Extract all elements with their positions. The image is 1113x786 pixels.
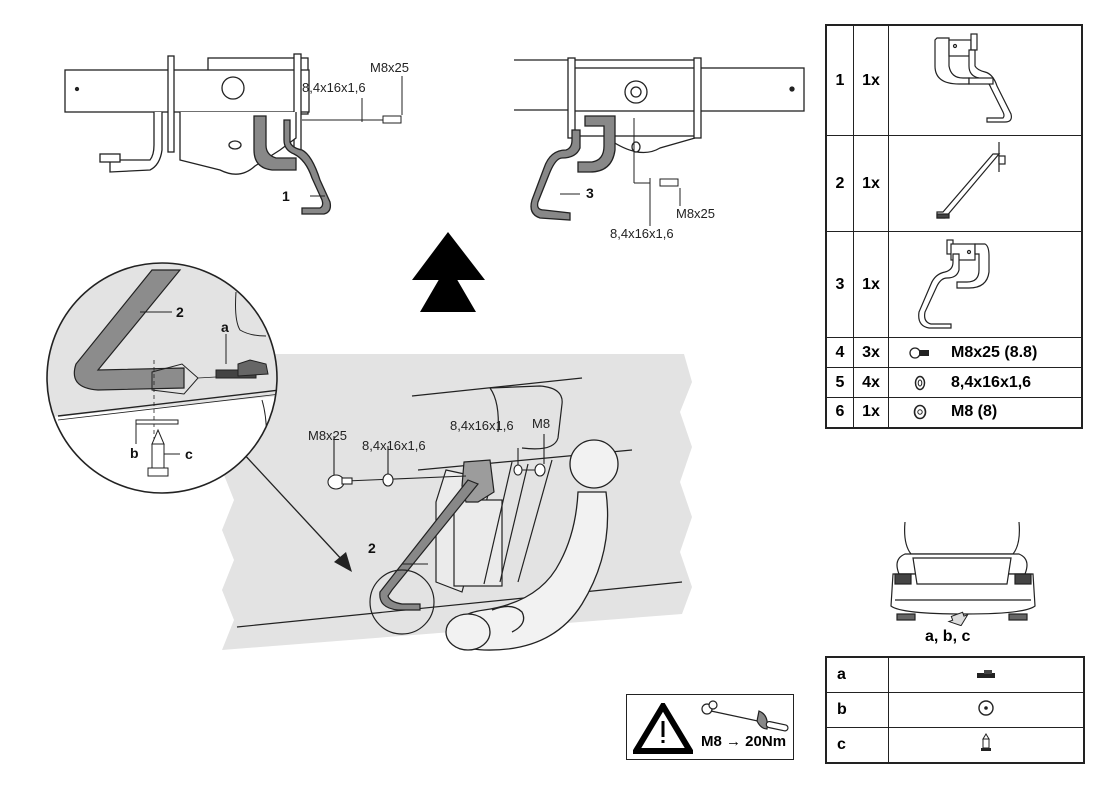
label-a: a xyxy=(221,319,229,335)
part-qty: 1x xyxy=(853,231,889,338)
main-installation-view: M8x25 8,4x16x1,6 8,4x16x1,6 M8 2 xyxy=(222,354,692,651)
part-spec-cell: M8 (8) xyxy=(888,397,1083,428)
washer-label-top-left: 8,4x16x1,6 xyxy=(302,80,366,95)
fixing-icon-cell xyxy=(888,692,1085,728)
part-spec-cell: 8,4x16x1,6 xyxy=(888,367,1083,398)
bracket-right-icon xyxy=(918,239,990,329)
part-qty: 4x xyxy=(853,367,889,398)
car-rear-icon xyxy=(890,521,1036,626)
grommet-icon xyxy=(978,699,994,716)
parts-row: 3 1x xyxy=(825,231,1083,338)
clip-icon xyxy=(977,670,995,678)
location-caption: a, b, c xyxy=(925,628,971,645)
bolt-label-main: M8x25 xyxy=(308,428,347,443)
washer-label-top-right: 8,4x16x1,6 xyxy=(610,226,674,241)
hardware-exploded xyxy=(327,434,546,565)
part-qty: 1x xyxy=(853,24,889,136)
top-right-bracket-view: 3 M8x25 8,4x16x1,6 xyxy=(514,57,805,241)
fixing-key: c xyxy=(825,727,889,764)
parts-row: 5 4x 8,4x16x1,6 xyxy=(825,367,1083,398)
part-number-2-detail: 2 xyxy=(176,304,184,320)
fixing-row: b xyxy=(825,692,1085,728)
part-no: 4 xyxy=(825,337,854,368)
part-no: 2 xyxy=(825,135,854,232)
nut-icon xyxy=(913,404,927,420)
label-b: b xyxy=(130,445,139,461)
washer-right-label-main: 8,4x16x1,6 xyxy=(450,418,514,433)
warning-triangle-icon xyxy=(633,703,693,754)
fixing-icon-cell xyxy=(888,656,1085,693)
part-number-3: 3 xyxy=(586,185,594,201)
label-c: c xyxy=(185,446,193,462)
parts-row: 4 3x M8x25 (8.8) xyxy=(825,337,1083,368)
torque-wrench-icon xyxy=(701,700,789,732)
detail-pointer-arrow xyxy=(241,451,352,572)
part-qty: 3x xyxy=(853,337,889,368)
bracket-left-icon xyxy=(934,33,1012,123)
detail-circle-marker xyxy=(369,569,435,635)
part-qty: 1x xyxy=(853,397,889,428)
crossmember-right xyxy=(514,57,805,154)
washer-icon xyxy=(914,375,926,390)
fixing-key: b xyxy=(825,692,889,728)
cable-strut-part-2 xyxy=(379,459,495,611)
leader-lines-top-right xyxy=(560,118,681,226)
torque-spec: M8 → 20Nm xyxy=(701,733,787,750)
part-image-cell xyxy=(888,135,1083,232)
fixing-row: a xyxy=(825,656,1085,693)
rivet-c xyxy=(147,428,169,477)
bolt-icon xyxy=(909,346,929,359)
parts-list-table: 1 1x 2 1x xyxy=(825,24,1083,429)
cable-strut-icon xyxy=(936,142,1006,219)
part-qty: 1x xyxy=(853,135,889,232)
parts-row: 2 1x xyxy=(825,135,1083,232)
torque-warning-box: M8 → 20Nm xyxy=(626,694,794,760)
bolt-label-top-left: M8x25 xyxy=(370,60,409,75)
part-no: 1 xyxy=(825,24,854,136)
bolt-label-top-right: M8x25 xyxy=(676,206,715,221)
part-number-2-main: 2 xyxy=(368,540,376,556)
double-up-arrow-icon xyxy=(412,232,485,312)
leader-lines-top-left xyxy=(302,76,403,197)
fixing-key: a xyxy=(825,656,889,693)
part-image-cell xyxy=(888,231,1083,338)
top-left-bracket-view: 8,4x16x1,6 M8x25 1 xyxy=(64,53,409,215)
parts-row: 6 1x M8 (8) xyxy=(825,397,1083,428)
detail-leaders xyxy=(135,311,227,455)
bracket-part-3 xyxy=(530,115,616,221)
part-no: 3 xyxy=(825,231,854,338)
crossmember-left xyxy=(64,53,310,175)
part-image-cell xyxy=(888,24,1083,136)
part-spec: M8 (8) xyxy=(951,403,998,421)
parts-row: 1 1x xyxy=(825,24,1083,136)
bracket-part-1 xyxy=(253,115,332,215)
part-number-1: 1 xyxy=(282,188,290,204)
part-spec: 8,4x16x1,6 xyxy=(951,373,1032,391)
rivet-icon xyxy=(981,732,991,751)
nut-label-main: M8 xyxy=(532,416,550,431)
part-spec: M8x25 (8.8) xyxy=(951,343,1038,361)
clip-a-icon xyxy=(215,359,269,379)
fixing-icon-cell xyxy=(888,727,1085,764)
fixing-row: c xyxy=(825,727,1085,764)
detail-magnified-view: 2 a b c xyxy=(46,262,278,494)
part-no: 5 xyxy=(825,367,854,398)
fixings-table: a b c xyxy=(825,656,1085,764)
washer-left-label-main: 8,4x16x1,6 xyxy=(362,438,426,453)
grommet-b xyxy=(135,419,179,425)
part-no: 6 xyxy=(825,397,854,428)
tow-ball-hitch xyxy=(445,439,619,651)
part-spec-cell: M8x25 (8.8) xyxy=(888,337,1083,368)
